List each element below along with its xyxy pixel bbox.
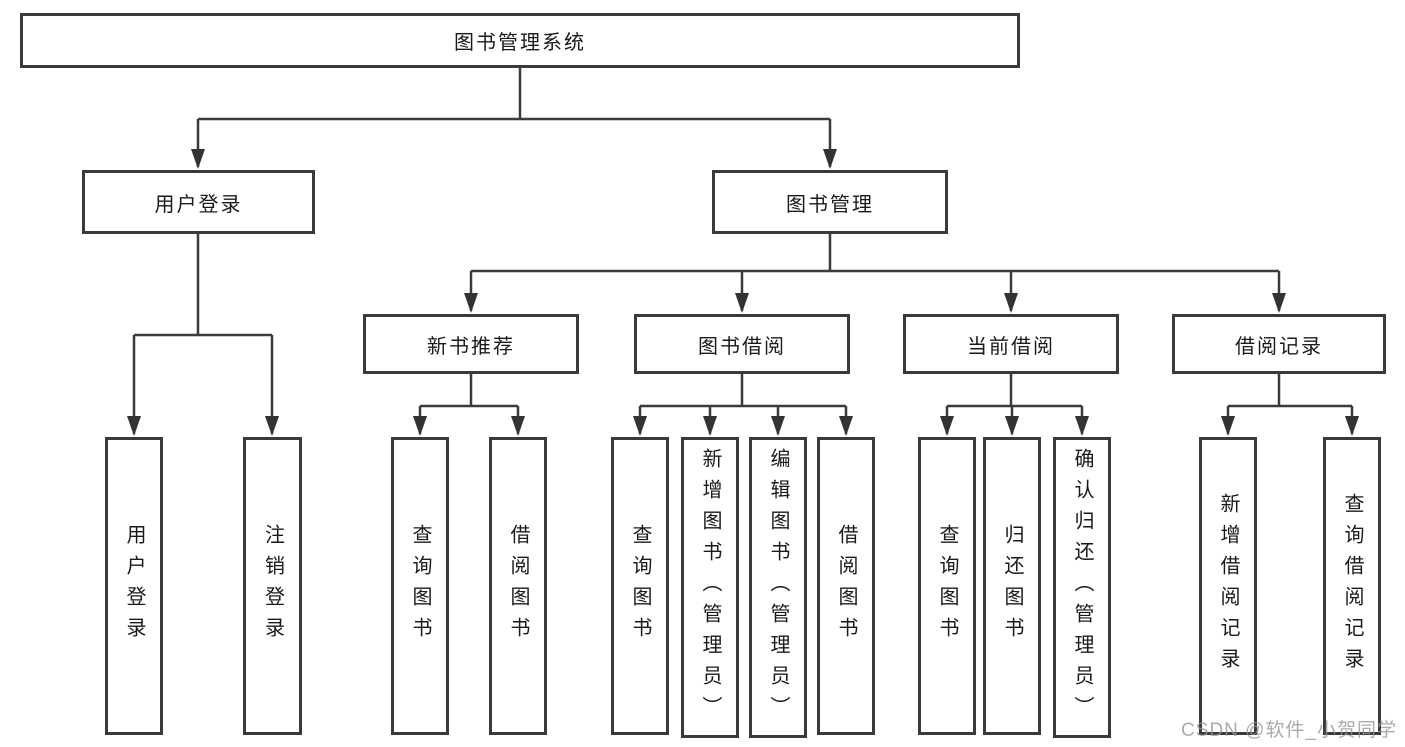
edges-root [191, 67, 837, 169]
leaf-user-login: 用户登录 [105, 437, 163, 735]
leaf-add-book-admin: 新增图书（管理员） [681, 437, 739, 738]
edges-book-management [464, 234, 1286, 313]
node-user-login: 用户登录 [82, 170, 315, 234]
edges-new-book-recommend [413, 374, 525, 436]
node-new-book-recommend-label: 新书推荐 [427, 335, 515, 358]
leaf-query-borrow-record: 查询借阅记录 [1323, 437, 1381, 735]
node-current-borrowing: 当前借阅 [903, 314, 1119, 374]
leaf-borrow-books-label: 借阅图书 [835, 524, 857, 648]
node-new-book-recommend: 新书推荐 [363, 314, 579, 374]
leaf-add-book-admin-label: 新增图书（管理员） [699, 448, 721, 727]
leaf-confirm-return-admin: 确认归还（管理员） [1053, 437, 1111, 738]
node-borrowing-records: 借阅记录 [1172, 314, 1386, 374]
leaf-query-books-borrow-label: 查询图书 [629, 524, 651, 648]
leaf-user-login-label: 用户登录 [123, 524, 145, 648]
edges-book-borrowing [633, 374, 853, 436]
leaf-query-books-current: 查询图书 [918, 437, 976, 735]
node-borrowing-records-label: 借阅记录 [1235, 335, 1323, 358]
leaf-query-books-recommend-label: 查询图书 [409, 524, 431, 648]
node-current-borrowing-label: 当前借阅 [967, 335, 1055, 358]
node-book-management: 图书管理 [712, 170, 948, 234]
edges-current-borrowing [940, 374, 1089, 436]
node-book-borrowing: 图书借阅 [634, 314, 850, 374]
leaf-logout: 注销登录 [243, 437, 302, 735]
csdn-watermark: CSDN @软件_小贺同学 [1181, 720, 1397, 741]
leaf-borrow-books-recommend-label: 借阅图书 [507, 524, 529, 648]
leaf-return-books-label: 归还图书 [1001, 524, 1023, 648]
leaf-add-borrow-record-label: 新增借阅记录 [1217, 493, 1239, 679]
edges-borrowing-records [1221, 374, 1359, 436]
leaf-query-books-borrow: 查询图书 [611, 437, 669, 735]
node-user-login-label: 用户登录 [154, 193, 243, 216]
node-book-management-label: 图书管理 [786, 193, 874, 216]
node-root-label: 图书管理系统 [454, 32, 586, 54]
edges-user-login [127, 234, 279, 436]
leaf-borrow-books-recommend: 借阅图书 [489, 437, 547, 735]
leaf-confirm-return-admin-label: 确认归还（管理员） [1071, 448, 1093, 727]
leaf-return-books: 归还图书 [983, 437, 1041, 735]
leaf-add-borrow-record: 新增借阅记录 [1199, 437, 1257, 735]
node-root: 图书管理系统 [20, 13, 1020, 68]
node-book-borrowing-label: 图书借阅 [698, 335, 786, 358]
leaf-edit-book-admin: 编辑图书（管理员） [749, 437, 807, 738]
leaf-query-books-recommend: 查询图书 [391, 437, 449, 735]
leaf-query-borrow-record-label: 查询借阅记录 [1341, 493, 1363, 679]
leaf-borrow-books: 借阅图书 [817, 437, 875, 735]
leaf-query-books-current-label: 查询图书 [936, 524, 958, 648]
leaf-logout-label: 注销登录 [261, 524, 284, 648]
leaf-edit-book-admin-label: 编辑图书（管理员） [767, 448, 789, 727]
